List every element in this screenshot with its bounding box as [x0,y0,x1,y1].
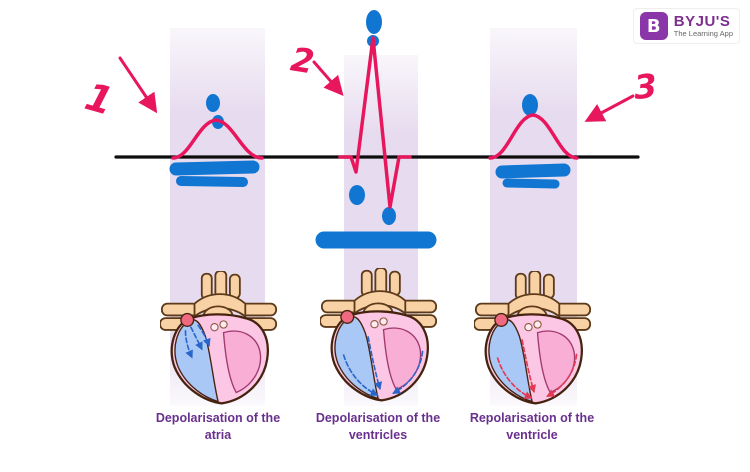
heart-illustration-atria-depolarisation [160,271,278,405]
ventricular-repolarisation-arrows [496,339,578,399]
label-number-1: 1 [80,74,119,124]
caption-ventricles-depolarisation: Depolarisation of the ventricles [315,411,441,442]
logo-brand-text: BYJU'S [673,12,731,30]
arrow-1 [118,56,158,114]
caption-atria-depolarisation: Depolarisation of the atria [155,411,281,442]
logo-tagline-text: The Learning App [673,29,733,39]
byjus-logo: B BYJU'S The Learning App [632,8,740,44]
arrow-2 [312,60,344,96]
caption-ventricle-repolarisation: Repolarisation of the ventricle [469,411,595,442]
byjus-b-icon: B [639,12,668,40]
label-number-2: 2 [288,39,317,82]
arrow-3 [584,94,635,122]
heart-illustration-ventricle-depolarisation [320,268,438,402]
atrial-conduction-arrows [184,324,211,359]
heart-illustration-ventricle-repolarisation [474,271,592,405]
label-number-3: 3 [632,66,659,107]
ventricular-conduction-arrows [342,336,424,396]
